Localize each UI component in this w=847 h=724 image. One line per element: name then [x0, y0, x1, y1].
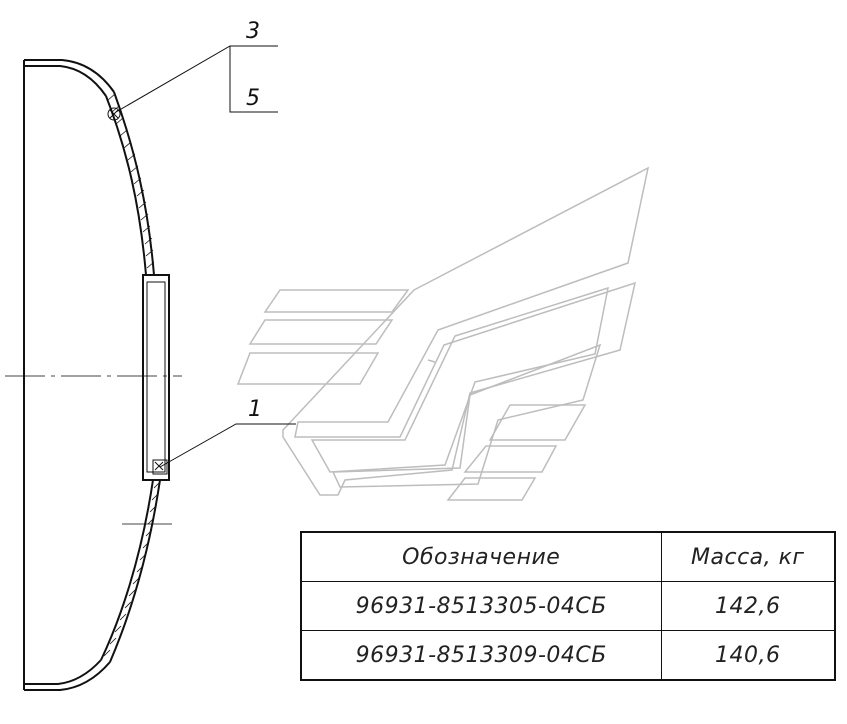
cell-mass: 142,6	[660, 581, 836, 631]
cell-mass: 140,6	[660, 630, 836, 681]
callout-5: 5	[246, 86, 260, 111]
table-row: 96931-8513309-04СБ 140,6	[300, 630, 836, 681]
header-designation: Обозначение	[300, 531, 662, 582]
center-lines	[5, 375, 182, 525]
table-row: 96931-8513305-04СБ 142,6	[300, 581, 836, 631]
section-hatching	[103, 93, 161, 657]
header-mass: Масса, кг	[660, 531, 836, 582]
callout-1: 1	[248, 397, 262, 422]
leader-lines	[115, 45, 296, 468]
cell-designation: 96931-8513309-04СБ	[300, 630, 662, 681]
watermark-logo	[236, 166, 650, 501]
specification-table: Обозначение Масса, кг 96931-8513305-04СБ…	[300, 531, 836, 681]
weld-marks	[107, 107, 168, 475]
part-outline	[23, 59, 161, 691]
callout-3: 3	[246, 19, 260, 44]
table-header-row: Обозначение Масса, кг	[300, 531, 836, 582]
cell-designation: 96931-8513305-04СБ	[300, 581, 662, 631]
insert-plate	[142, 274, 170, 481]
